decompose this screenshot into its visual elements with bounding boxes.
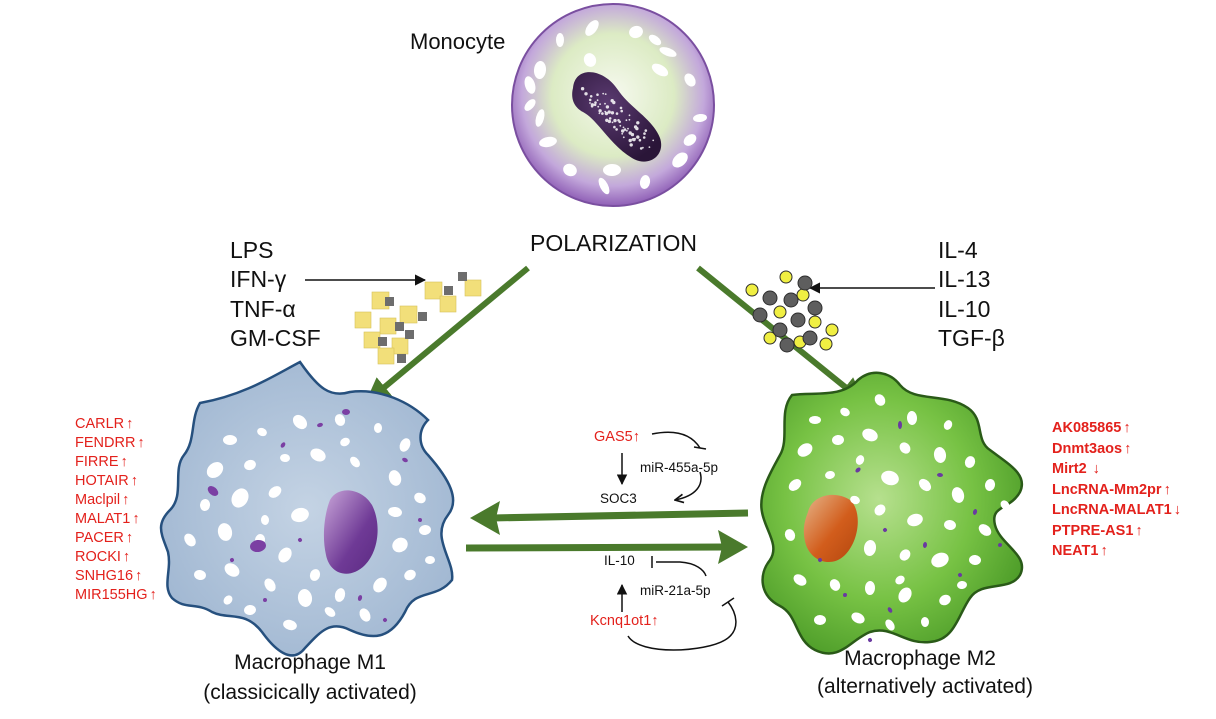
m2-lncrna-item: NEAT1↑ [1052, 543, 1108, 559]
m2-lncrna-item: LncRNA-Mm2pr↑ [1052, 481, 1171, 498]
m2-stimulus-3: IL-10 [938, 296, 991, 322]
m2-lncrna-item: AK085865↑ [1052, 420, 1131, 436]
pathway-top-lines [616, 431, 707, 500]
m2-lncrna-list: AK085865↑ Dnmt3aos↑ Mirt2 ↓ LncRNA-Mm2pr… [1052, 420, 1181, 564]
m1-stimulus-2: IFN-γ [230, 266, 287, 292]
m1-stimulus-3: TNF-α [230, 296, 296, 322]
m2-stimulus-1: IL-4 [938, 237, 978, 263]
m1-lncrna-item: FENDRR↑ [75, 435, 145, 451]
m1-lncrna-item: SNHG16↑ [75, 568, 143, 584]
m1-lncrna-list: CARLR↑ FENDRR↑ FIRRE↑ HOTAIR↑ Maclpil↑ M… [75, 416, 157, 606]
m1-lncrna-item: MALAT1↑ [75, 511, 140, 527]
m1-lncrna-item: FIRRE↑ [75, 454, 128, 470]
mir455-label: miR-455a-5p [640, 460, 719, 475]
m1-lncrna-item: HOTAIR↑ [75, 473, 138, 489]
monocyte-label: Monocyte [410, 29, 506, 54]
m2-title: Macrophage M2 [844, 647, 996, 670]
m2-lncrna-item: LncRNA-MALAT1↓ [1052, 502, 1181, 518]
m2-lncrna-item: Mirt2 ↓ [1052, 461, 1100, 477]
macrophage-m2-cell [760, 371, 1024, 655]
m1-to-m2-arrow [465, 530, 748, 564]
m2-stimulus-4: TGF-β [938, 325, 1005, 351]
m2-subtitle: (alternatively activated) [817, 675, 1033, 698]
m1-lncrna-item: ROCKI↑ [75, 549, 131, 565]
m2-to-m1-arrow [470, 501, 749, 535]
m1-lncrna-item: Maclpil↑ [75, 492, 130, 508]
pathway-bottom-lines [616, 556, 737, 651]
m1-stimulus-1: LPS [230, 237, 274, 263]
kcnq1ot1-label: Kcnq1ot1↑ [590, 613, 659, 629]
m1-stimulus-4: GM-CSF [230, 325, 321, 351]
macrophage-m1-cell [159, 360, 455, 657]
soc3-label: SOC3 [600, 491, 637, 506]
polarization-arrow-m1 [365, 265, 530, 404]
m1-cytokine-particles [354, 272, 482, 365]
m1-lncrna-item: PACER↑ [75, 530, 134, 546]
gas5-label: GAS5↑ [594, 429, 640, 445]
m1-subtitle: (classicically activated) [203, 681, 417, 704]
mir21-label: miR-21a-5p [640, 583, 711, 598]
polarization-label: POLARIZATION [530, 230, 697, 256]
m2-stimulus-2: IL-13 [938, 266, 991, 292]
monocyte-cell [511, 3, 715, 207]
m1-lncrna-item: CARLR↑ [75, 416, 134, 432]
il10-pathway-label: IL-10 [604, 553, 635, 568]
m2-lncrna-item: Dnmt3aos↑ [1052, 440, 1132, 457]
m2-cytokine-particles [745, 270, 839, 353]
m2-lncrna-item: PTPRE-AS1↑ [1052, 522, 1143, 539]
m1-title: Macrophage M1 [234, 651, 386, 674]
m1-lncrna-item: MIR155HG↑ [75, 587, 157, 603]
